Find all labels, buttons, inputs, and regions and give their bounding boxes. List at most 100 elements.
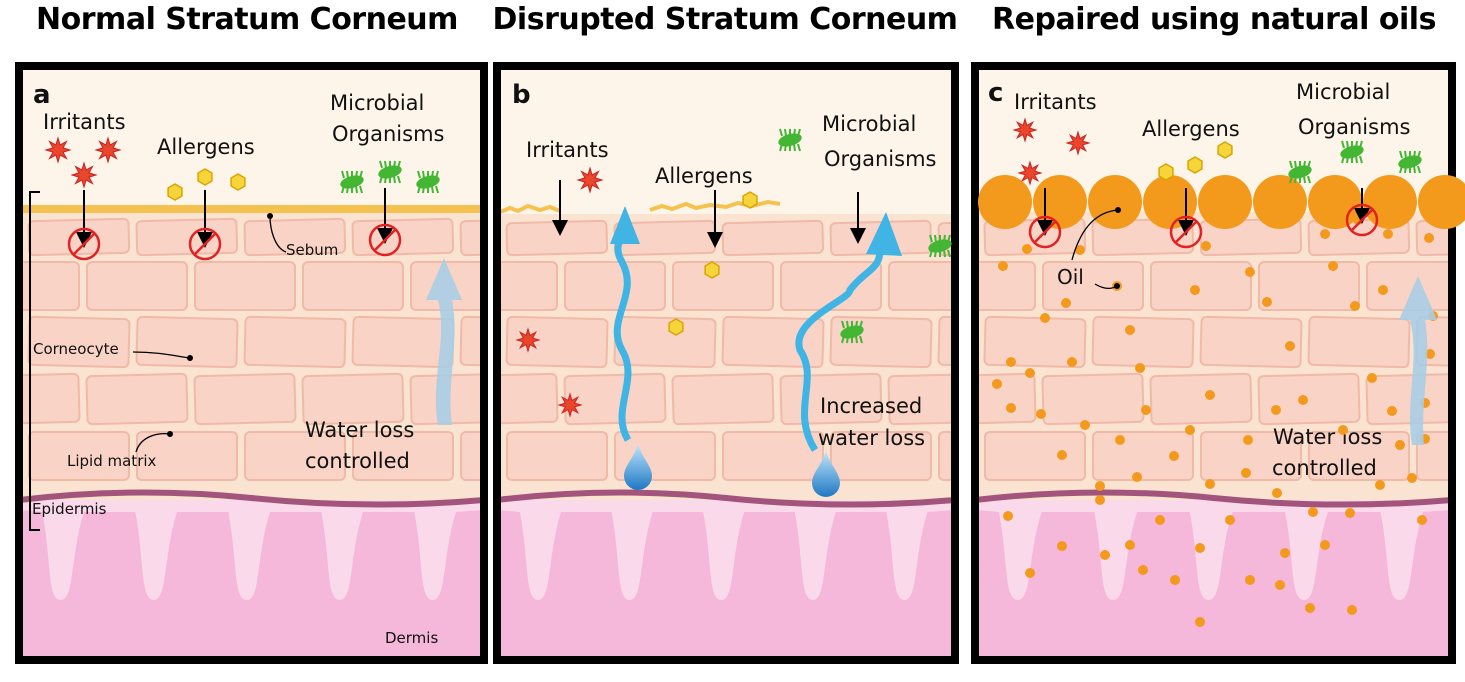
leader-dot bbox=[167, 431, 173, 437]
blocked-icon bbox=[368, 223, 402, 257]
microbe-icon bbox=[1340, 140, 1364, 164]
microbial-label-b-1: Microbial bbox=[822, 112, 916, 136]
oil-droplet bbox=[1320, 229, 1330, 239]
oil-droplet bbox=[1003, 511, 1013, 521]
microbial-label-c-1: Microbial bbox=[1296, 80, 1390, 104]
panel-a-title: Normal Stratum Corneum bbox=[36, 2, 458, 37]
microbial-label-b-2: Organisms bbox=[824, 147, 936, 171]
oil-droplet bbox=[1387, 406, 1397, 416]
corneocyte-cell bbox=[1307, 315, 1411, 369]
leader-line bbox=[1071, 209, 1119, 261]
oil-droplet bbox=[1057, 450, 1067, 460]
basement-membrane bbox=[497, 489, 955, 508]
panel-c: c Irritants Allergens Microbial Organism… bbox=[971, 62, 1465, 664]
water-loss-label-c-1: Water loss bbox=[1273, 425, 1382, 449]
leader-dot bbox=[1114, 283, 1120, 289]
oil-droplet bbox=[1125, 325, 1135, 335]
oil-droplet bbox=[1298, 395, 1308, 405]
irritant-star-icon bbox=[515, 327, 541, 353]
microbe-icon bbox=[778, 128, 802, 152]
oil-droplet bbox=[1170, 575, 1180, 585]
panel-c-title: Repaired using natural oils bbox=[992, 2, 1436, 37]
corneocyte-cell bbox=[1042, 261, 1144, 311]
oil-droplet bbox=[1006, 403, 1016, 413]
oil-droplet bbox=[1025, 368, 1035, 378]
microbial-label-c-2: Organisms bbox=[1298, 115, 1410, 139]
irritant-star-icon bbox=[557, 392, 583, 418]
microbial-label-a-1: Microbial bbox=[330, 91, 424, 115]
oil-layer-globule bbox=[1033, 175, 1087, 229]
corneocyte-cell bbox=[497, 261, 558, 311]
allergens-label-b: Allergens bbox=[655, 164, 753, 188]
water-loss-arrow bbox=[426, 258, 462, 425]
corneocyte-cell bbox=[1149, 372, 1253, 426]
water-loss-label-a-2: controlled bbox=[305, 449, 410, 473]
oil-droplet bbox=[1138, 565, 1148, 575]
water-loss-arrow bbox=[795, 249, 884, 452]
corneocyte-cell bbox=[563, 372, 667, 426]
irritants-label-a: Irritants bbox=[43, 110, 126, 134]
allergens-label-a: Allergens bbox=[157, 135, 255, 159]
corneocyte-cell bbox=[887, 372, 955, 426]
oil-layer-globule bbox=[1418, 175, 1465, 229]
panel-c-frame bbox=[971, 62, 1456, 664]
oil-droplet bbox=[1155, 515, 1165, 525]
corneocyte-cell bbox=[135, 315, 239, 369]
corneocyte-cell bbox=[243, 217, 347, 257]
corneocyte-cell bbox=[409, 372, 484, 426]
leader-line bbox=[135, 432, 171, 453]
microbe-icon bbox=[840, 320, 864, 344]
oil-droplet bbox=[1320, 540, 1330, 550]
irritant-star-icon bbox=[70, 161, 98, 189]
allergen-hexagon-icon bbox=[742, 191, 758, 209]
corneocyte-cell bbox=[352, 431, 454, 481]
corneocyte-cell bbox=[564, 261, 666, 311]
water-loss-arrow bbox=[1399, 276, 1437, 445]
corneocyte-cell bbox=[86, 261, 188, 311]
corneocyte-cell bbox=[937, 315, 955, 369]
irritant-star-icon bbox=[576, 166, 604, 194]
epidermis-bracket bbox=[29, 191, 40, 531]
sebum-layer bbox=[19, 205, 484, 213]
corneocyte-cell bbox=[1041, 372, 1145, 426]
oil-droplet bbox=[1075, 245, 1085, 255]
oil-droplet bbox=[1280, 548, 1290, 558]
oil-droplet bbox=[1095, 495, 1105, 505]
corneocyte-cell bbox=[459, 217, 484, 257]
corneocyte-cell bbox=[1150, 261, 1252, 311]
oil-droplet bbox=[1345, 508, 1355, 518]
oil-layer-globule bbox=[1363, 175, 1417, 229]
corneocyte-cell bbox=[1200, 431, 1302, 481]
oil-layer-globule bbox=[1088, 175, 1142, 229]
irritant-star-icon bbox=[1017, 160, 1043, 186]
oil-droplet bbox=[1424, 233, 1434, 243]
oil-droplet bbox=[1272, 488, 1282, 498]
corneocyte-cell bbox=[937, 219, 955, 257]
microbial-label-a-2: Organisms bbox=[332, 122, 444, 146]
oil-droplet bbox=[1195, 543, 1205, 553]
corneocyte-cell bbox=[194, 261, 296, 311]
oil-layer-globule bbox=[978, 175, 1032, 229]
oil-droplet bbox=[1190, 285, 1200, 295]
basement-membrane bbox=[975, 489, 1452, 508]
blocked-icon bbox=[188, 227, 222, 261]
oil-droplet bbox=[1275, 580, 1285, 590]
microbe-icon bbox=[1398, 150, 1422, 174]
panel-a-letter: a bbox=[33, 80, 51, 110]
panel-b-title: Disrupted Stratum Corneum bbox=[492, 2, 958, 37]
water-drop-icon bbox=[624, 444, 652, 490]
water-loss-arrow bbox=[613, 235, 632, 442]
corneocyte-cell bbox=[135, 217, 239, 257]
corneocyte-cell bbox=[505, 219, 609, 257]
oil-droplet bbox=[1185, 425, 1195, 435]
corneocyte-cell bbox=[459, 315, 484, 369]
oil-droplet bbox=[1135, 363, 1145, 373]
oil-droplet bbox=[1067, 357, 1077, 367]
corneocyte-cell bbox=[193, 372, 297, 426]
corneocyte-cell bbox=[506, 431, 608, 481]
corneocyte-cell bbox=[1199, 315, 1303, 369]
corneocyte-cell bbox=[984, 431, 1086, 481]
oil-droplet bbox=[1205, 390, 1215, 400]
